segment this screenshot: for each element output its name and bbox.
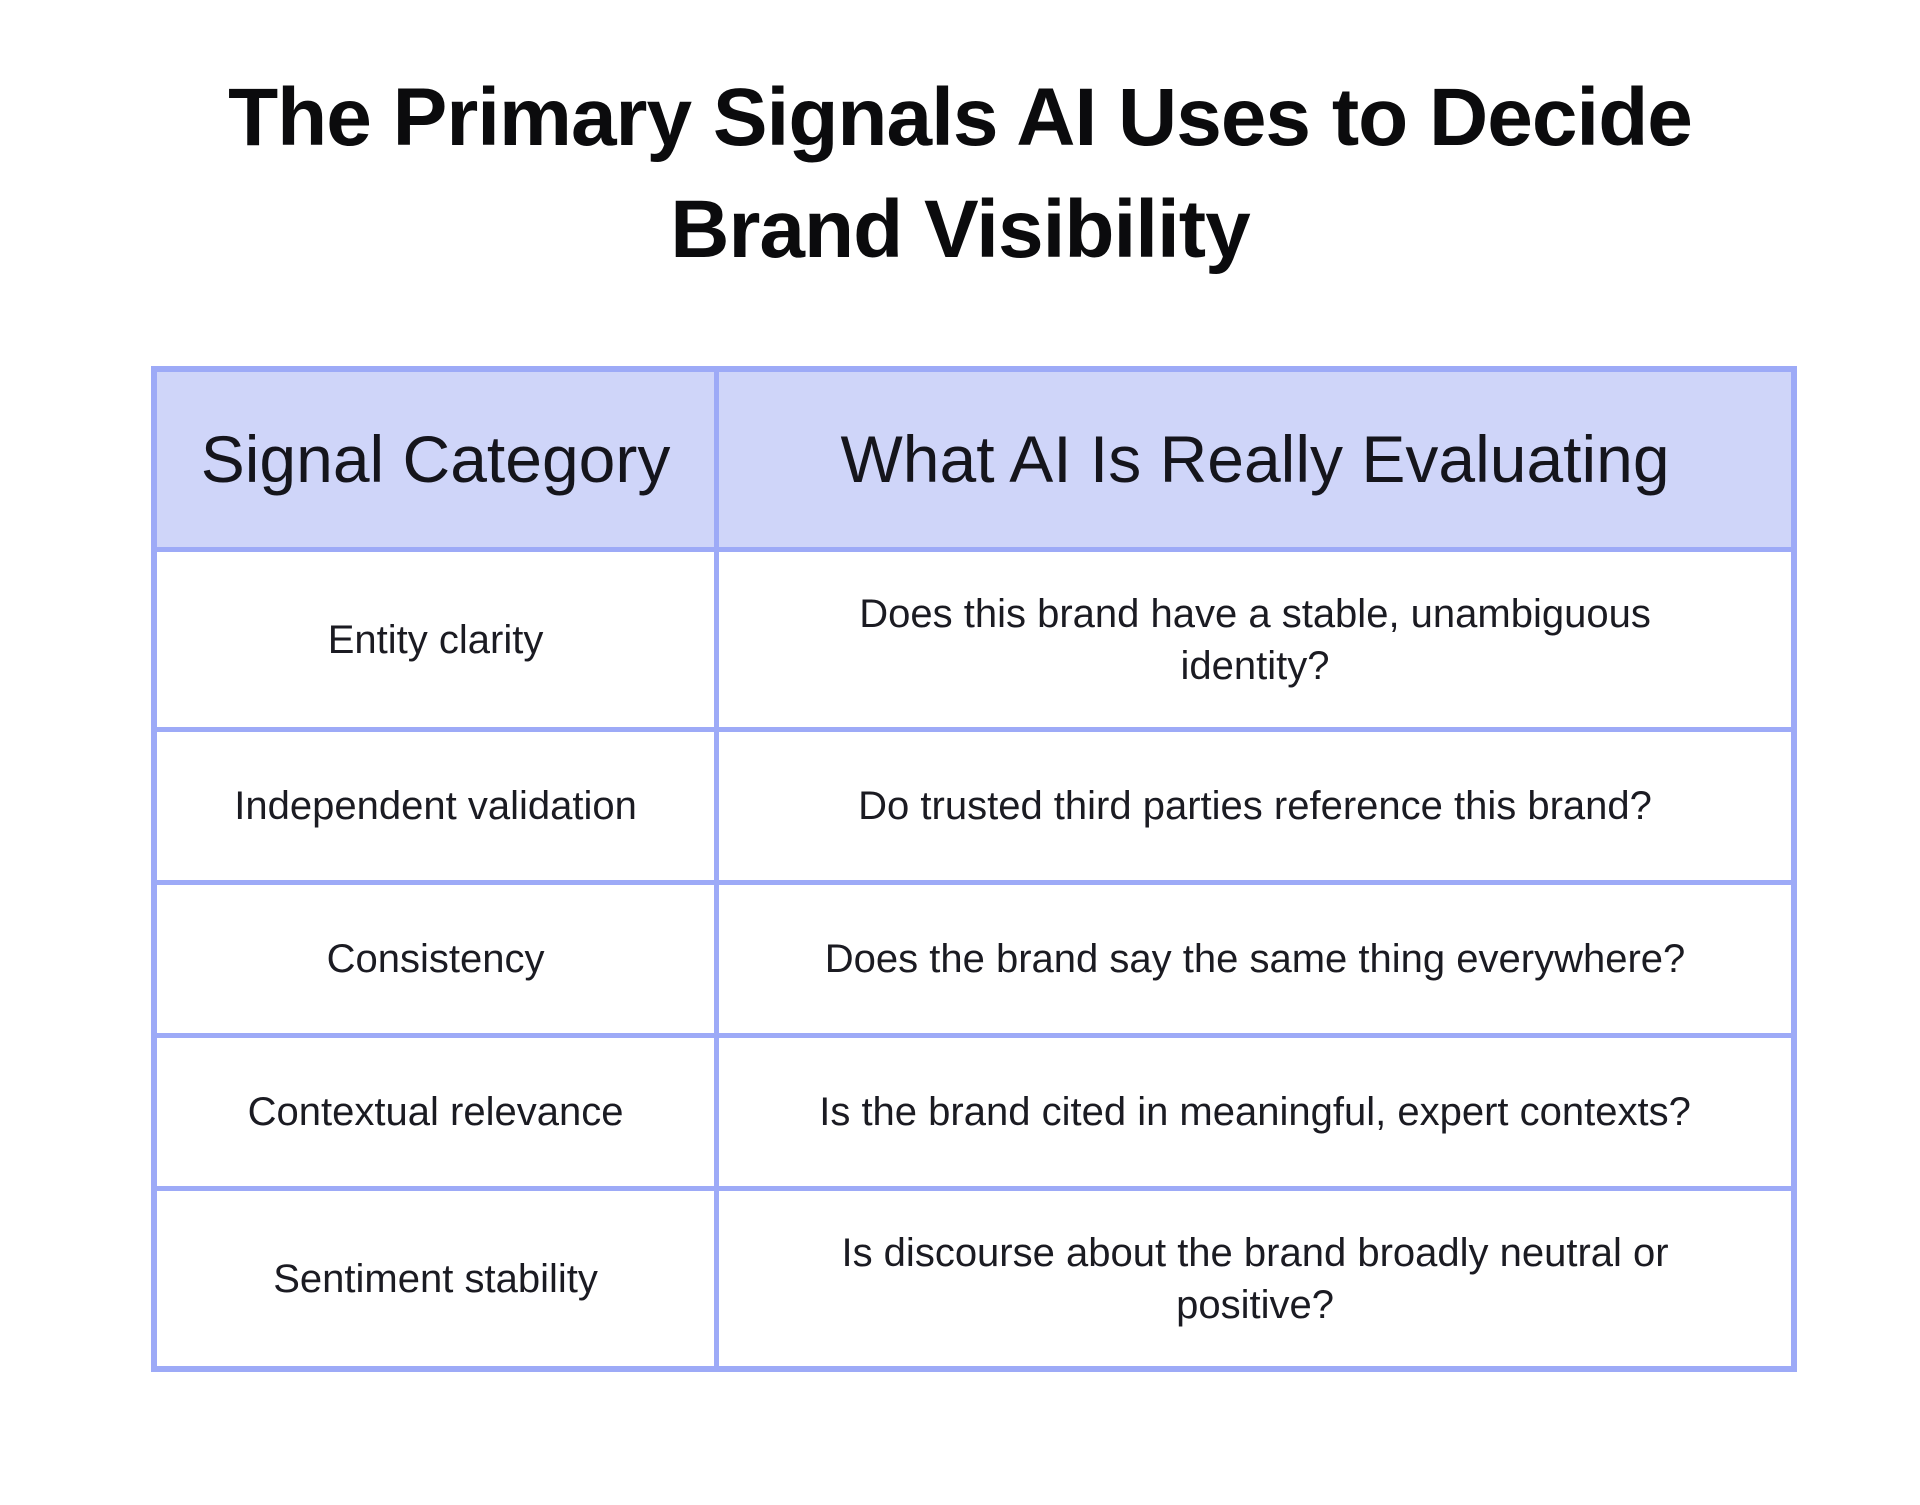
evaluation-line: Does this brand have a stable, unambiguo… <box>859 591 1651 636</box>
evaluation-line: Is the brand cited in meaningful, expert… <box>819 1090 1691 1134</box>
page-title-line-2: Brand Visibility <box>670 183 1250 275</box>
evaluation-line: identity? <box>1180 643 1330 688</box>
table-row-consistency: Consistency Does the brand say the same … <box>157 880 1791 1033</box>
evaluation-line: Do trusted third parties reference this … <box>858 784 1652 828</box>
evaluation-cell: Does this brand have a stable, unambiguo… <box>719 552 1791 727</box>
evaluation-cell: Is discourse about the brand broadly neu… <box>719 1191 1791 1366</box>
evaluation-cell: Does the brand say the same thing everyw… <box>719 885 1791 1033</box>
column-header-signal-category: Signal Category <box>157 372 720 547</box>
signals-table: Signal Category What AI Is Really Evalua… <box>151 366 1797 1372</box>
signal-category-cell: Entity clarity <box>157 552 720 727</box>
table-row-independent-validation: Independent validation Do trusted third … <box>157 727 1791 880</box>
page-title: The Primary Signals AI Uses to Decide Br… <box>0 62 1920 285</box>
table-row-sentiment-stability: Sentiment stability Is discourse about t… <box>157 1186 1791 1366</box>
page-title-line-1: The Primary Signals AI Uses to Decide <box>228 72 1693 163</box>
table-header-row: Signal Category What AI Is Really Evalua… <box>157 372 1791 547</box>
table-row-contextual-relevance: Contextual relevance Is the brand cited … <box>157 1033 1791 1186</box>
evaluation-line: Is discourse about the brand broadly neu… <box>841 1230 1669 1275</box>
column-header-what-ai-evaluates: What AI Is Really Evaluating <box>840 422 1670 497</box>
table-row-entity-clarity: Entity clarity Does this brand have a st… <box>157 547 1791 727</box>
evaluation-line: Does the brand say the same thing everyw… <box>824 937 1686 981</box>
evaluation-line: positive? <box>1176 1282 1334 1327</box>
evaluation-cell: Do trusted third parties reference this … <box>719 732 1791 880</box>
signal-category-cell: Sentiment stability <box>157 1191 720 1366</box>
evaluation-cell: Is the brand cited in meaningful, expert… <box>719 1038 1791 1186</box>
signal-category-cell: Independent validation <box>157 732 720 880</box>
signal-category-cell: Contextual relevance <box>157 1038 720 1186</box>
signal-category-cell: Consistency <box>157 885 720 1033</box>
